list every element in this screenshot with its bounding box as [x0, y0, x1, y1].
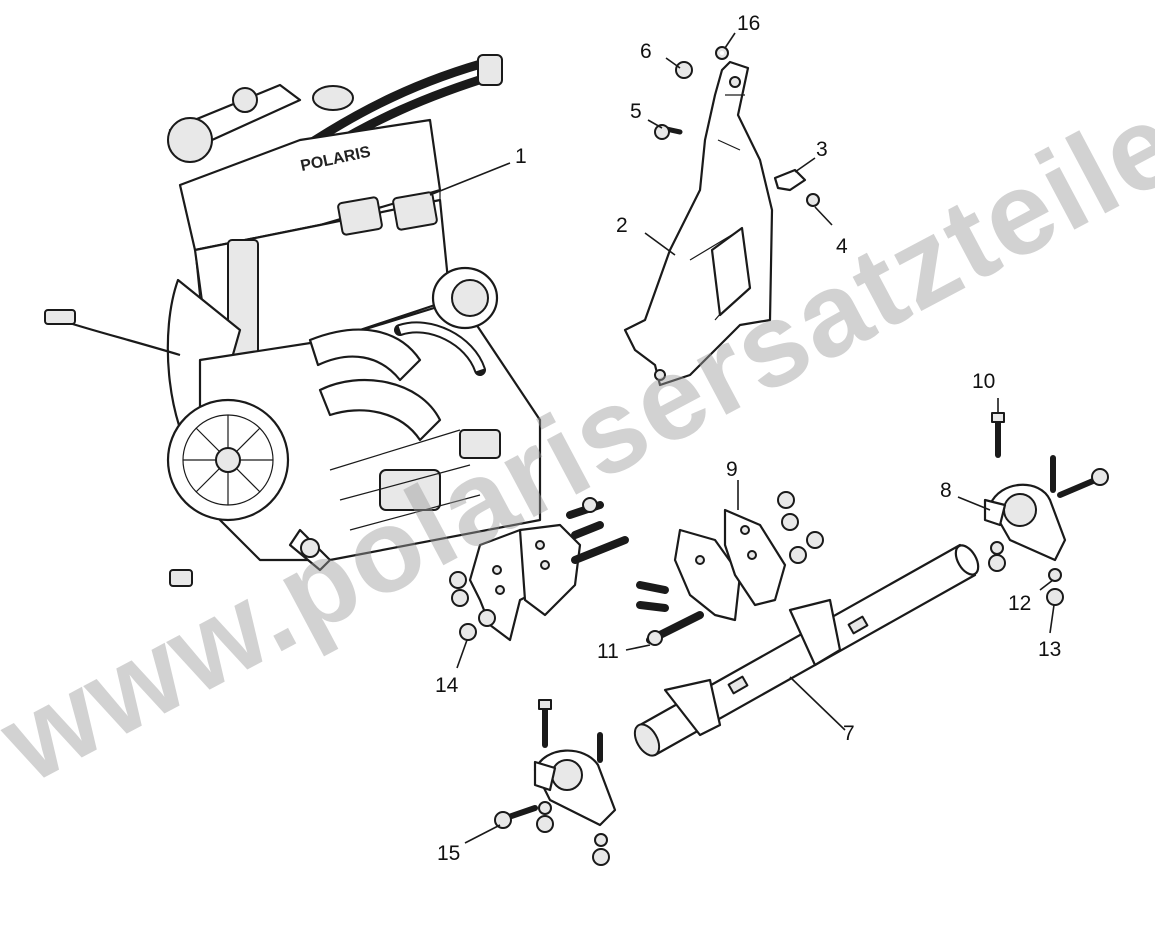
callout-6: 6 — [640, 40, 652, 63]
engine-assembly[interactable]: POLARIS — [44, 54, 542, 587]
mount-part-8[interactable] — [983, 483, 1067, 562]
callout-labels: 1 2 3 4 5 6 7 8 9 10 11 12 13 14 15 16 — [435, 12, 1061, 865]
callout-5: 5 — [630, 100, 642, 123]
callout-10: 10 — [972, 370, 995, 393]
callout-13: 13 — [1038, 638, 1061, 661]
callout-8: 8 — [940, 479, 952, 502]
leader-lines — [429, 32, 1055, 844]
mount-15-nuts[interactable] — [536, 801, 610, 866]
callout-3: 3 — [816, 138, 828, 161]
bracket-part-9[interactable] — [673, 508, 787, 622]
callout-11: 11 — [597, 640, 619, 663]
mount-tube-part-7[interactable] — [630, 542, 983, 760]
callout-2: 2 — [616, 214, 628, 237]
right-nuts[interactable] — [777, 491, 824, 564]
mount-15-bolts[interactable] — [494, 699, 603, 829]
callout-14: 14 — [435, 674, 459, 697]
left-bolts[interactable] — [566, 497, 629, 564]
bolt-part-6[interactable] — [675, 61, 693, 79]
callout-4: 4 — [836, 235, 848, 258]
mount-right-bolts[interactable] — [1050, 455, 1109, 498]
bolt-part-11[interactable] — [636, 581, 704, 646]
washer-part-16[interactable] — [715, 46, 729, 60]
callout-15: 15 — [437, 842, 460, 865]
callout-1: 1 — [515, 145, 527, 168]
screw-part-4[interactable] — [806, 193, 820, 207]
callout-16: 16 — [737, 12, 760, 35]
nut-part-13[interactable] — [1046, 588, 1064, 606]
callout-9: 9 — [726, 458, 738, 481]
callout-7: 7 — [843, 722, 855, 745]
clip-part-3[interactable] — [773, 168, 807, 192]
washer-part-12[interactable] — [1048, 568, 1062, 582]
left-nuts[interactable] — [449, 571, 496, 641]
bolt-part-5[interactable] — [654, 124, 683, 140]
engine-mount-plate[interactable] — [623, 60, 774, 387]
mount-nuts-upper[interactable] — [988, 541, 1006, 572]
bolt-part-10[interactable] — [991, 412, 1005, 458]
callout-12: 12 — [1008, 592, 1031, 615]
mount-part-15[interactable] — [533, 749, 617, 827]
